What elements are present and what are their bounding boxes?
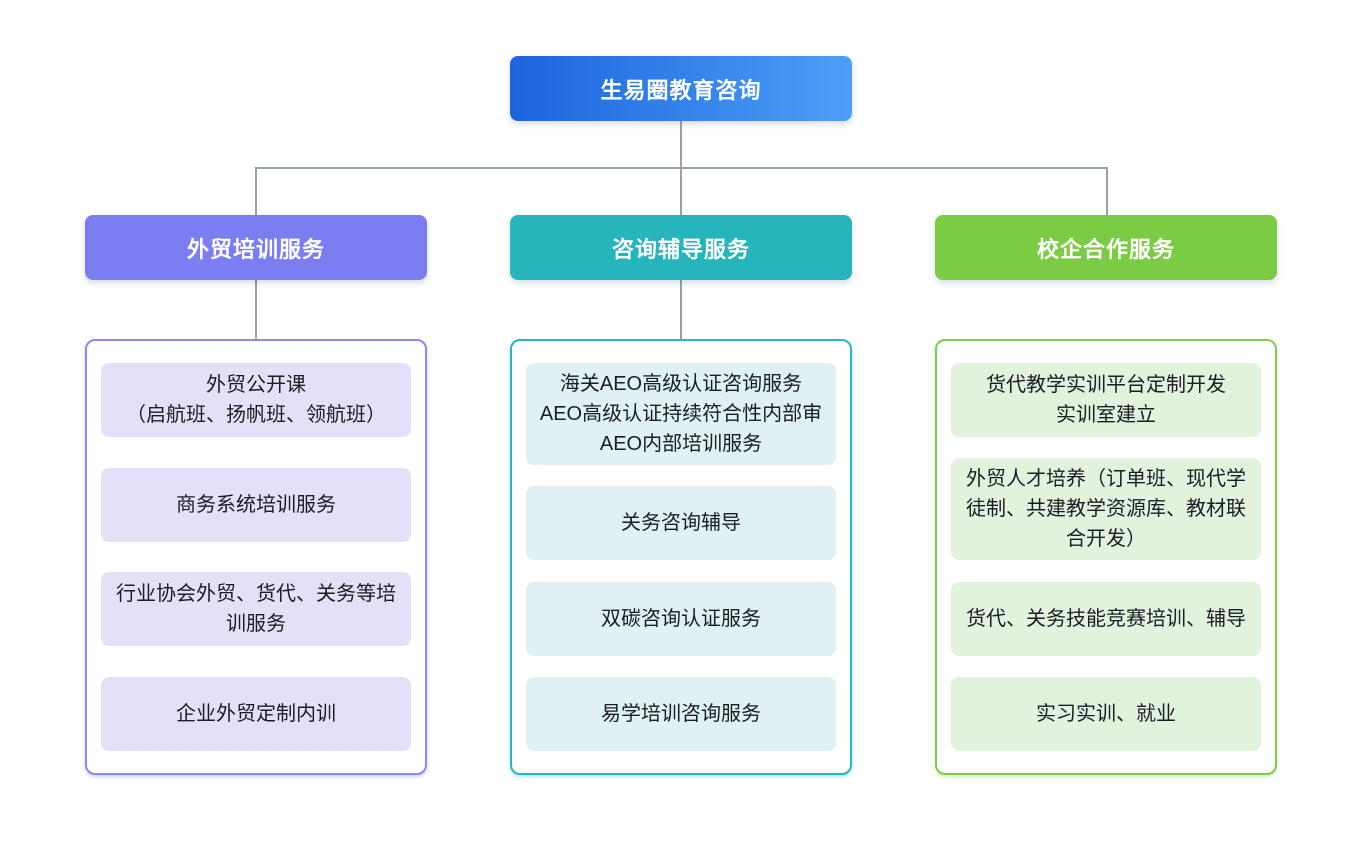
service-item: 货代教学实训平台定制开发 实训室建立 [951, 363, 1261, 437]
connector-branch2-to-group [680, 280, 682, 339]
branch-group-foreign-trade-training: 外贸公开课 （启航班、扬帆班、领航班） 商务系统培训服务 行业协会外贸、货代、关… [85, 339, 427, 775]
service-item: 货代、关务技能竞赛培训、辅导 [951, 581, 1261, 656]
connector-root-down [680, 121, 682, 168]
service-item: 关务咨询辅导 [526, 486, 836, 561]
branch-header-label: 外贸培训服务 [186, 236, 325, 262]
service-item: 外贸人才培养（订单班、现代学徒制、共建教学资源库、教材联合开发） [951, 458, 1261, 561]
connector-branch2-down [680, 167, 682, 215]
connector-branch1-to-group [255, 280, 257, 339]
connector-branch3-down [1106, 167, 1108, 215]
service-item: 海关AEO高级认证咨询服务 AEO高级认证持续符合性内部审 AEO内部培训服务 [526, 363, 836, 465]
branch-header-school-enterprise-cooperation: 校企合作服务 [935, 215, 1277, 280]
branch-header-label: 校企合作服务 [1036, 236, 1175, 262]
service-item: 外贸公开课 （启航班、扬帆班、领航班） [101, 363, 411, 437]
branch-header-label: 咨询辅导服务 [611, 236, 750, 262]
service-item: 实习实训、就业 [951, 676, 1261, 751]
connector-branch1-down [255, 167, 257, 215]
branch-group-school-enterprise-cooperation: 货代教学实训平台定制开发 实训室建立 外贸人才培养（订单班、现代学徒制、共建教学… [935, 339, 1277, 775]
service-item: 企业外贸定制内训 [101, 676, 411, 751]
service-item: 行业协会外贸、货代、关务等培训服务 [101, 572, 411, 647]
branch-group-consulting-coaching: 海关AEO高级认证咨询服务 AEO高级认证持续符合性内部审 AEO内部培训服务 … [510, 339, 852, 775]
root-node: 生易圈教育咨询 [510, 56, 852, 121]
branch-header-consulting-coaching: 咨询辅导服务 [510, 215, 852, 280]
service-item: 商务系统培训服务 [101, 467, 411, 542]
service-item: 易学培训咨询服务 [526, 676, 836, 751]
service-item: 双碳咨询认证服务 [526, 581, 836, 656]
branch-header-foreign-trade-training: 外贸培训服务 [85, 215, 427, 280]
root-node-label: 生易圈教育咨询 [600, 77, 762, 103]
